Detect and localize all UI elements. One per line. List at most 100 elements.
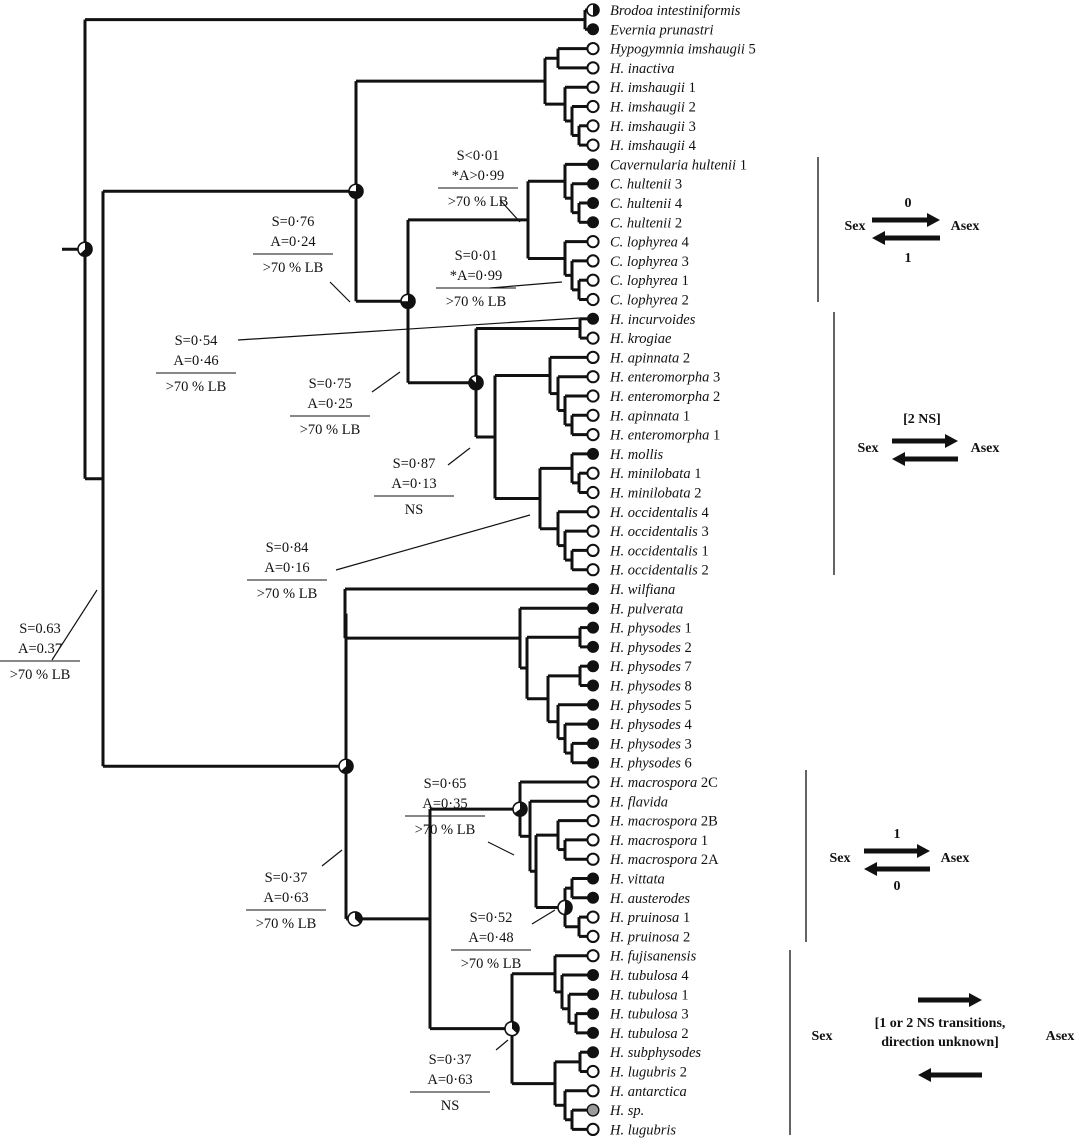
- annotation-root: S=0.63A=0.37>70 % LB: [0, 621, 80, 683]
- tip-state-sexual: [587, 660, 599, 673]
- taxon-epithet: intestiniformis: [657, 3, 741, 19]
- taxon-epithet: minilobata: [628, 486, 691, 502]
- taxon-label: H. flavida: [609, 794, 668, 810]
- taxon-number: 5: [681, 698, 692, 714]
- taxon-genus: H.: [609, 679, 628, 695]
- taxon-epithet: occidentalis: [628, 505, 698, 521]
- taxon-number: 8: [681, 679, 692, 695]
- taxon-genus: H.: [609, 756, 628, 772]
- tip-state-asexual: [586, 42, 600, 56]
- taxon-epithet: occidentalis: [628, 524, 698, 540]
- taxon-epithet: sp.: [628, 1103, 645, 1119]
- asexual-probability: A=0·48: [468, 930, 513, 946]
- asex-label: Asex: [941, 851, 970, 866]
- tip-state-sexual: [587, 158, 599, 171]
- taxon-number: 1: [697, 833, 708, 849]
- tip-state-asexual: [586, 61, 600, 75]
- asex-label: Asex: [971, 441, 1000, 456]
- taxon-genus: H.: [609, 119, 628, 135]
- transition-arrow-head: [864, 862, 877, 876]
- taxon-number: 1: [679, 408, 690, 424]
- taxon-label: H. inactiva: [609, 61, 674, 77]
- tip-state-asexual: [586, 370, 600, 384]
- annotation-leader: [335, 514, 531, 571]
- taxon-epithet: mollis: [628, 447, 664, 463]
- tip-state-sexual: [587, 177, 599, 190]
- taxon-label: H. tubulosa 4: [609, 968, 689, 984]
- transition-arrow-head: [927, 213, 940, 227]
- tip-state-asexual: [586, 1122, 600, 1137]
- taxon-epithet: enteromorpha: [628, 428, 710, 444]
- taxon-genus: H.: [609, 100, 628, 116]
- taxon-genus: H.: [609, 1065, 628, 1081]
- tip-state-sexual: [587, 718, 599, 731]
- taxon-genus: C.: [610, 293, 627, 309]
- sexual-probability: S<0·01: [457, 148, 500, 164]
- taxon-epithet: macrospora: [628, 775, 698, 791]
- node-pie: [400, 293, 416, 310]
- taxon-label: H. minilobata 2: [609, 486, 701, 502]
- taxon-genus: H.: [609, 563, 628, 579]
- taxon-number: 3: [678, 254, 689, 270]
- transition-count-reverse: 1: [905, 251, 912, 266]
- annotation-n_pruin: S=0·52A=0·48>70 % LB: [451, 910, 531, 972]
- transition-arrow-head: [918, 1068, 931, 1082]
- sexual-probability: S=0·87: [393, 456, 436, 472]
- annotation-leader: [495, 1039, 509, 1051]
- taxon-genus: C.: [610, 273, 627, 289]
- tip-state-sexual: [587, 891, 599, 904]
- taxon-label: H. wilfiana: [609, 582, 675, 598]
- taxon-genus: C.: [610, 177, 627, 193]
- taxon-epithet: imshaugii: [628, 80, 685, 96]
- taxon-genus: H.: [609, 775, 628, 791]
- taxon-number: 4: [678, 235, 690, 251]
- taxon-epithet: enteromorpha: [628, 370, 710, 386]
- taxon-label: H. physodes 8: [609, 679, 692, 695]
- tip-state-asexual: [586, 775, 600, 789]
- taxon-genus: H.: [609, 910, 628, 926]
- annotation-leader: [237, 317, 581, 341]
- node-annotations: S=0.63A=0.37>70 % LB S=0·76A=0·24>70 % LB…: [0, 148, 531, 1114]
- taxon-label: H. pruinosa 1: [609, 910, 690, 926]
- taxon-genus: C.: [610, 215, 627, 231]
- tip-state-asexual: [586, 794, 600, 808]
- taxon-epithet: physodes: [627, 640, 682, 656]
- sexual-probability: S=0·37: [429, 1052, 472, 1068]
- taxon-epithet: physodes: [627, 717, 682, 733]
- annotation-n_hyp: S=0·76A=0·24>70 % LB: [253, 214, 333, 276]
- transition-arrow-head: [872, 231, 885, 245]
- taxon-label: H. macrospora 2C: [609, 775, 718, 791]
- node-pie: [338, 758, 354, 775]
- taxon-label: Cavernularia hultenii 1: [610, 157, 747, 173]
- taxon-genus: H.: [609, 794, 628, 810]
- sexual-probability: S=0·01: [455, 248, 498, 264]
- annotation-n_occ: S=0·84A=0·16>70 % LB: [247, 540, 327, 602]
- taxon-genus: C.: [610, 254, 627, 270]
- clade-bars: [789, 157, 835, 1135]
- tip-state-asexual: [586, 910, 600, 924]
- tip-state-sexual: [587, 216, 599, 229]
- asexual-probability: A=0·13: [391, 476, 436, 492]
- taxon-number: 2: [685, 100, 696, 116]
- taxon-genus: H.: [609, 1122, 628, 1138]
- taxon-epithet: inactiva: [628, 61, 675, 77]
- tip-state-sexual: [587, 197, 599, 209]
- taxon-epithet: hultenii: [692, 157, 736, 173]
- taxon-label: C. lophyrea 2: [610, 293, 689, 309]
- transition-count-forward: 0: [905, 196, 912, 211]
- transition-arrow-head: [917, 844, 930, 858]
- branch-support: NS: [441, 1098, 460, 1114]
- tip-state-sexual: [587, 312, 599, 325]
- tip-state-sexual: [587, 679, 599, 692]
- asexual-probability: A=0·63: [263, 890, 308, 906]
- sexual-probability: S=0·75: [309, 376, 352, 392]
- annotation-n_lower: S=0·37A=0·63>70 % LB: [246, 870, 326, 932]
- taxon-epithet: hultenii: [627, 215, 671, 231]
- taxon-number: 7: [681, 659, 692, 675]
- taxon-epithet: krogiae: [628, 331, 672, 347]
- node-pie: [348, 183, 364, 200]
- tip-state-sexual: [587, 969, 599, 981]
